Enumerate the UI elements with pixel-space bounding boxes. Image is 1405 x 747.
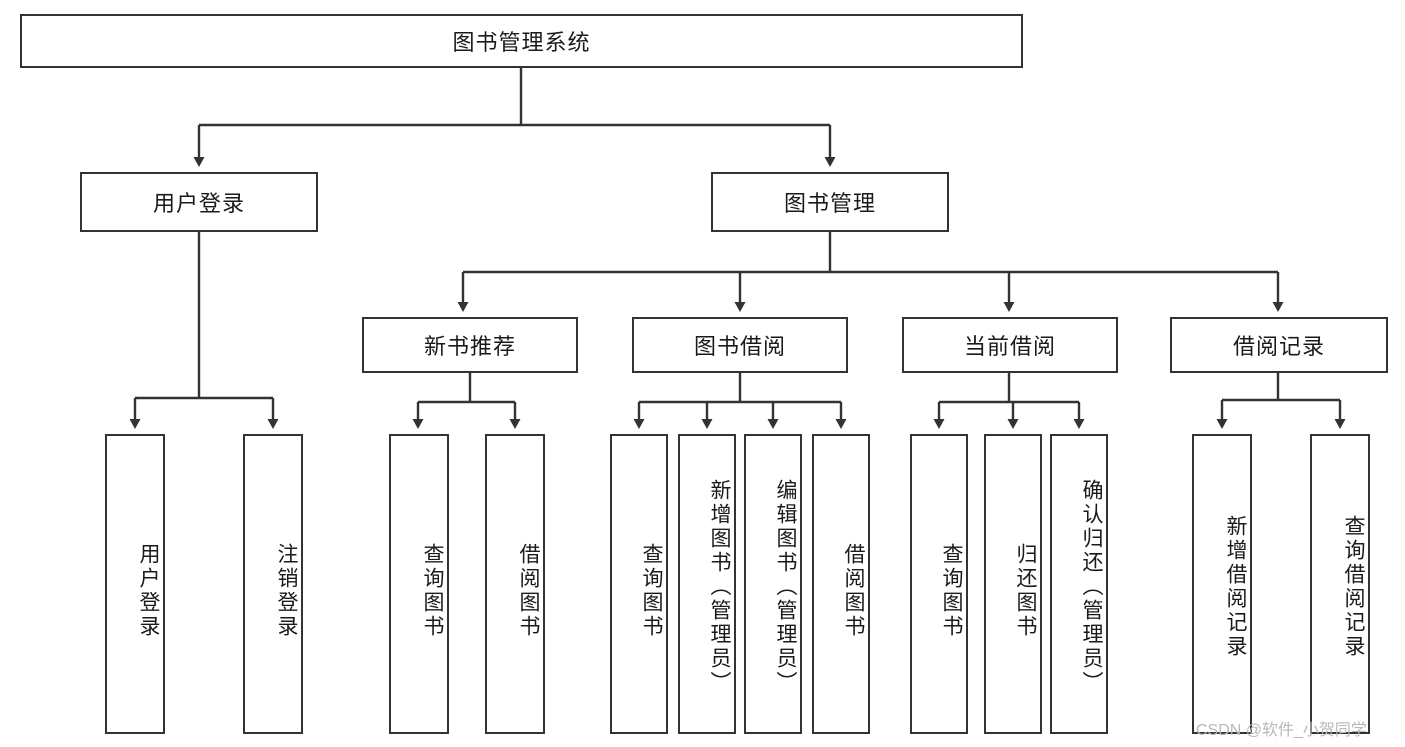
node-current-borrow-label: 当前借阅 (963, 334, 1056, 359)
leaf-record-add-borrow-record-label: 新增借阅记录 (1224, 515, 1247, 659)
leaf-borrow-borrow-book[interactable]: 借阅图书 (812, 434, 870, 734)
leaf-record-query-borrow-record-label: 查询借阅记录 (1342, 515, 1365, 659)
leaf-current-confirm-return-admin-label: 确认归还（管理员） (1080, 479, 1103, 695)
leaf-borrow-borrow-book-label: 借阅图书 (842, 543, 865, 639)
leaf-current-query-book-label: 查询图书 (940, 543, 963, 639)
leaf-borrow-query-book-label: 查询图书 (640, 543, 663, 639)
leaf-recommend-query-book-label: 查询图书 (421, 543, 444, 639)
leaf-recommend-query-book[interactable]: 查询图书 (389, 434, 449, 734)
leaf-borrow-edit-book-admin[interactable]: 编辑图书（管理员） (744, 434, 802, 734)
node-book-borrow[interactable]: 图书借阅 (632, 317, 848, 373)
node-user-login-label: 用户登录 (152, 191, 245, 216)
leaf-borrow-add-book-admin-label: 新增图书（管理员） (708, 479, 731, 695)
node-root-label: 图书管理系统 (452, 30, 591, 55)
leaf-current-confirm-return-admin[interactable]: 确认归还（管理员） (1050, 434, 1108, 734)
node-book-management-label: 图书管理 (783, 191, 876, 216)
leaf-current-return-book[interactable]: 归还图书 (984, 434, 1042, 734)
leaf-recommend-borrow-book[interactable]: 借阅图书 (485, 434, 545, 734)
leaf-user-logout[interactable]: 注销登录 (243, 434, 303, 734)
node-borrow-record[interactable]: 借阅记录 (1170, 317, 1388, 373)
leaf-borrow-edit-book-admin-label: 编辑图书（管理员） (774, 479, 797, 695)
leaf-current-query-book[interactable]: 查询图书 (910, 434, 968, 734)
node-new-book-recommend[interactable]: 新书推荐 (362, 317, 578, 373)
leaf-borrow-query-book[interactable]: 查询图书 (610, 434, 668, 734)
leaf-record-add-borrow-record[interactable]: 新增借阅记录 (1192, 434, 1252, 734)
node-current-borrow[interactable]: 当前借阅 (902, 317, 1118, 373)
node-user-login[interactable]: 用户登录 (80, 172, 318, 232)
node-new-book-recommend-label: 新书推荐 (423, 334, 516, 359)
leaf-current-return-book-label: 归还图书 (1014, 543, 1037, 639)
node-root[interactable]: 图书管理系统 (20, 14, 1023, 68)
node-book-borrow-label: 图书借阅 (693, 334, 786, 359)
csdn-watermark: CSDN @软件_小贺同学 (1196, 722, 1367, 739)
leaf-user-login[interactable]: 用户登录 (105, 434, 165, 734)
leaf-borrow-add-book-admin[interactable]: 新增图书（管理员） (678, 434, 736, 734)
leaf-user-logout-label: 注销登录 (275, 543, 298, 639)
leaf-user-login-label: 用户登录 (137, 543, 160, 639)
node-book-management[interactable]: 图书管理 (711, 172, 949, 232)
leaf-recommend-borrow-book-label: 借阅图书 (517, 543, 540, 639)
leaf-record-query-borrow-record[interactable]: 查询借阅记录 (1310, 434, 1370, 734)
node-borrow-record-label: 借阅记录 (1232, 334, 1325, 359)
